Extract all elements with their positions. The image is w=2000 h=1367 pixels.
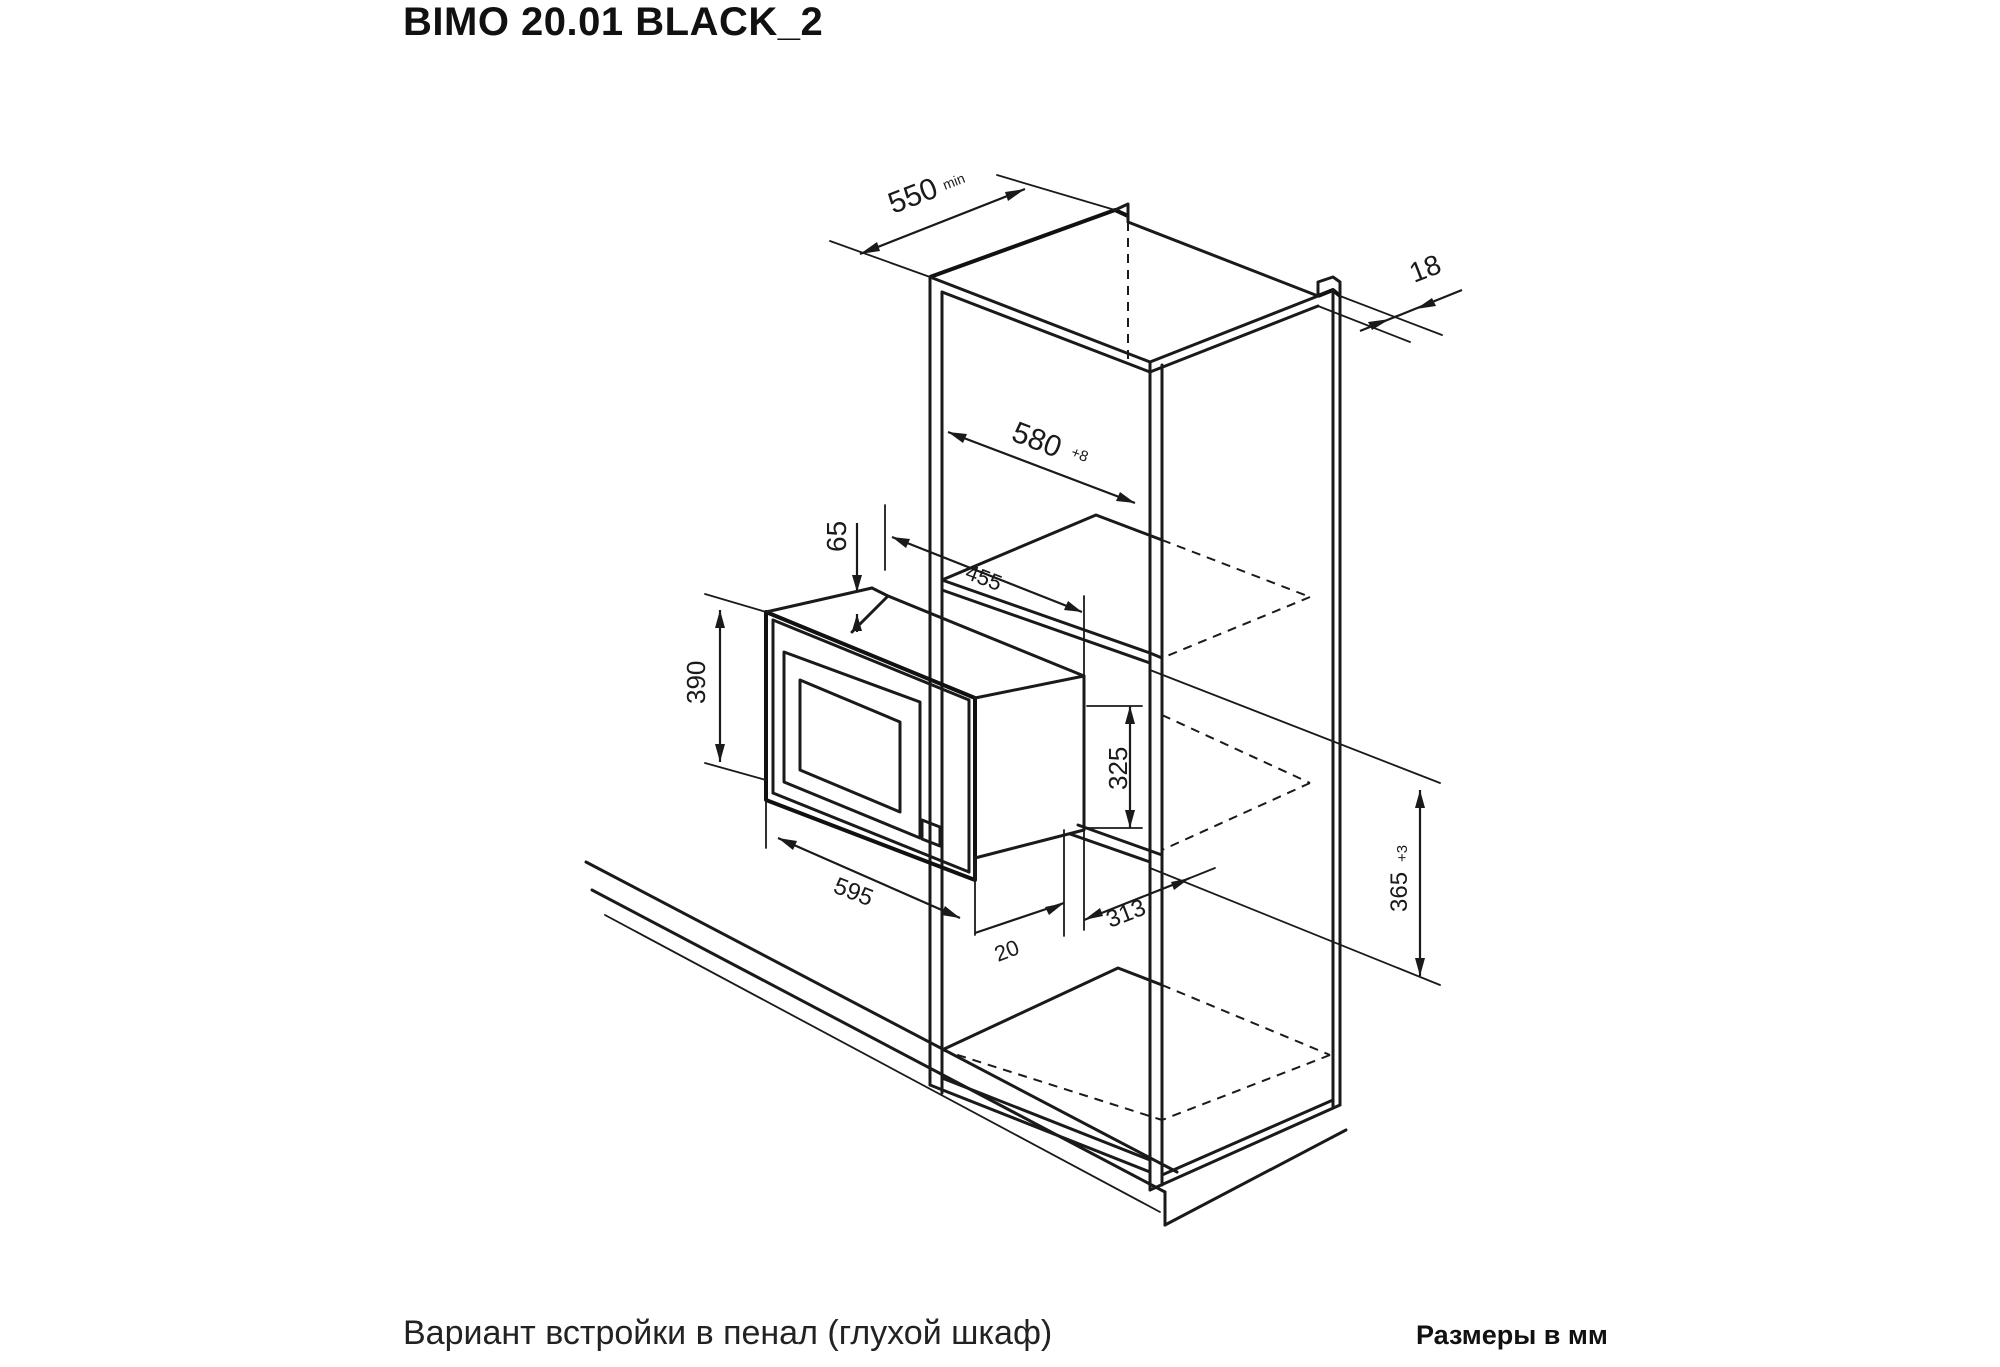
dim-label-550-suffix: min <box>940 170 967 193</box>
dim-label-20: 20 <box>991 935 1023 967</box>
diagram-caption: Вариант встройки в пенал (глухой шкаф) <box>403 1314 1053 1352</box>
lower-shelf <box>940 966 1331 1121</box>
floor-lines <box>584 860 1348 1227</box>
dim-label-365: 365 <box>1386 872 1413 912</box>
units-note: Размеры в мм <box>1416 1320 1608 1350</box>
dim-label-365-tol: +3 <box>1394 845 1411 862</box>
dim-label-390: 390 <box>681 661 711 704</box>
dim-label-580-tol: +8 <box>1069 444 1091 466</box>
dim-front-width: 595 <box>765 799 976 936</box>
dim-body-height: 325 <box>1086 705 1143 829</box>
dim-body-width: 20 313 <box>974 829 1216 967</box>
page-title: BIMO 20.01 BLACK_2 <box>403 0 824 44</box>
microwave-oven <box>764 586 1086 882</box>
upper-shelf <box>940 513 1311 665</box>
cabinet <box>928 202 1342 1192</box>
dim-label-325: 325 <box>1103 747 1133 790</box>
dim-front-height: 390 <box>681 593 767 781</box>
dim-label-313: 313 <box>1102 894 1149 934</box>
dim-niche-width: 580 +8 <box>947 416 1136 505</box>
dim-label-65: 65 <box>821 521 852 552</box>
dim-top-gap: 65 <box>821 504 886 632</box>
dim-label-18: 18 <box>1405 248 1445 288</box>
dim-label-550: 550 <box>884 172 943 221</box>
dim-niche-height: 365 +3 <box>1149 669 1441 986</box>
